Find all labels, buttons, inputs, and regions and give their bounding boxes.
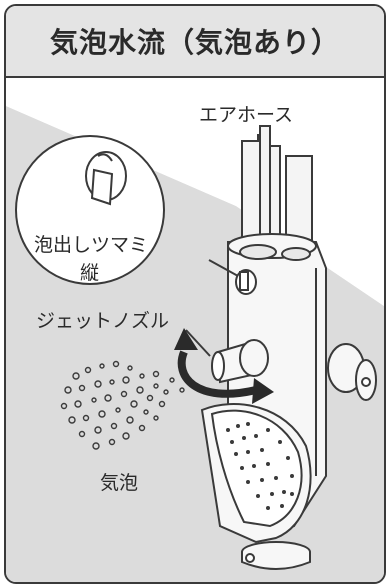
knob-label-line1: 泡出しツマミ: [34, 234, 149, 256]
jet-nozzle: [211, 339, 269, 384]
jet-nozzle-label: ジェットノズル: [36, 310, 170, 332]
rotation-arrow-head-top: [174, 328, 198, 350]
knob-small: [235, 269, 257, 295]
bubbles-label: 気泡: [100, 472, 139, 494]
rotation-arrow-head-bottom: [252, 378, 274, 404]
shower-head: [200, 403, 312, 544]
air-hose-label: エアホース: [199, 104, 294, 126]
side-mount: [327, 343, 377, 401]
diagram-card: 気泡水流（気泡あり）: [4, 4, 386, 584]
knob-pointer: [208, 259, 239, 277]
illustration: [6, 106, 384, 582]
jet-nozzle-pointer: [185, 329, 211, 357]
base-stand: [241, 541, 311, 570]
knob-label-line2: 縦: [80, 262, 100, 284]
diagram-title: 気泡水流（気泡あり）: [49, 26, 340, 59]
rotation-arrow: [177, 350, 257, 398]
bubble-spray: [60, 360, 185, 450]
title-bar: 気泡水流（気泡あり）: [6, 6, 384, 78]
knob-zoom-circle: [15, 135, 165, 285]
shower-head-holes: [226, 422, 294, 510]
